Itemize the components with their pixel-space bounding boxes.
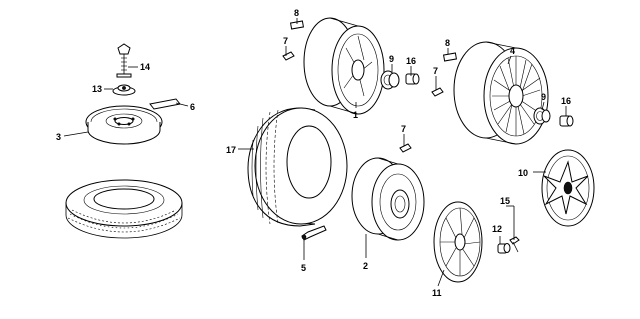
callout-2: 2 [363, 261, 368, 271]
callout-7-upper: 7 [283, 36, 288, 46]
wheel-cover [433, 201, 483, 283]
spare-tire [65, 179, 183, 239]
spare-tire-label [149, 98, 181, 110]
callout-8-upper: 8 [294, 8, 299, 18]
callout-16-left: 16 [406, 56, 416, 66]
callout-6: 6 [190, 102, 195, 112]
callout-5: 5 [301, 263, 306, 273]
callout-15: 15 [500, 196, 510, 206]
lug-nut [380, 70, 400, 90]
wheel-valve [399, 143, 412, 153]
callout-11: 11 [432, 288, 442, 298]
tire [247, 107, 348, 227]
leader-lines [63, 18, 567, 287]
balance-weight [442, 52, 458, 62]
valve-stem [301, 225, 327, 241]
spare-tire-bolt [116, 43, 132, 78]
wheel-valve [431, 87, 444, 97]
alloy-wheel-spoked [453, 41, 549, 145]
callout-9-left: 9 [389, 54, 394, 64]
spare-tire-wing-nut [112, 84, 136, 96]
callout-9-right: 9 [541, 92, 546, 102]
callout-14: 14 [140, 62, 150, 72]
lug-nut [533, 107, 551, 125]
callout-7-right: 7 [433, 66, 438, 76]
callout-1: 1 [353, 110, 358, 120]
callout-8-right: 8 [445, 38, 450, 48]
wheel-nut [405, 73, 420, 85]
callout-3: 3 [56, 132, 61, 142]
callout-7-lower: 7 [401, 124, 406, 134]
callout-17: 17 [226, 145, 236, 155]
callout-12: 12 [492, 224, 502, 234]
wheel-nut [559, 115, 574, 127]
callout-13: 13 [92, 84, 102, 94]
wheel-valve [282, 51, 295, 61]
alloy-wheel [303, 17, 385, 115]
balance-weight [289, 20, 305, 30]
spare-wheel [85, 105, 163, 145]
callout-10: 10 [518, 168, 528, 178]
callout-16-right: 16 [561, 96, 571, 106]
steel-wheel [351, 157, 425, 241]
wheel-cover [541, 149, 595, 227]
callout-4: 4 [510, 46, 515, 56]
cover-bolt [509, 236, 520, 253]
cover-nut [497, 243, 511, 254]
